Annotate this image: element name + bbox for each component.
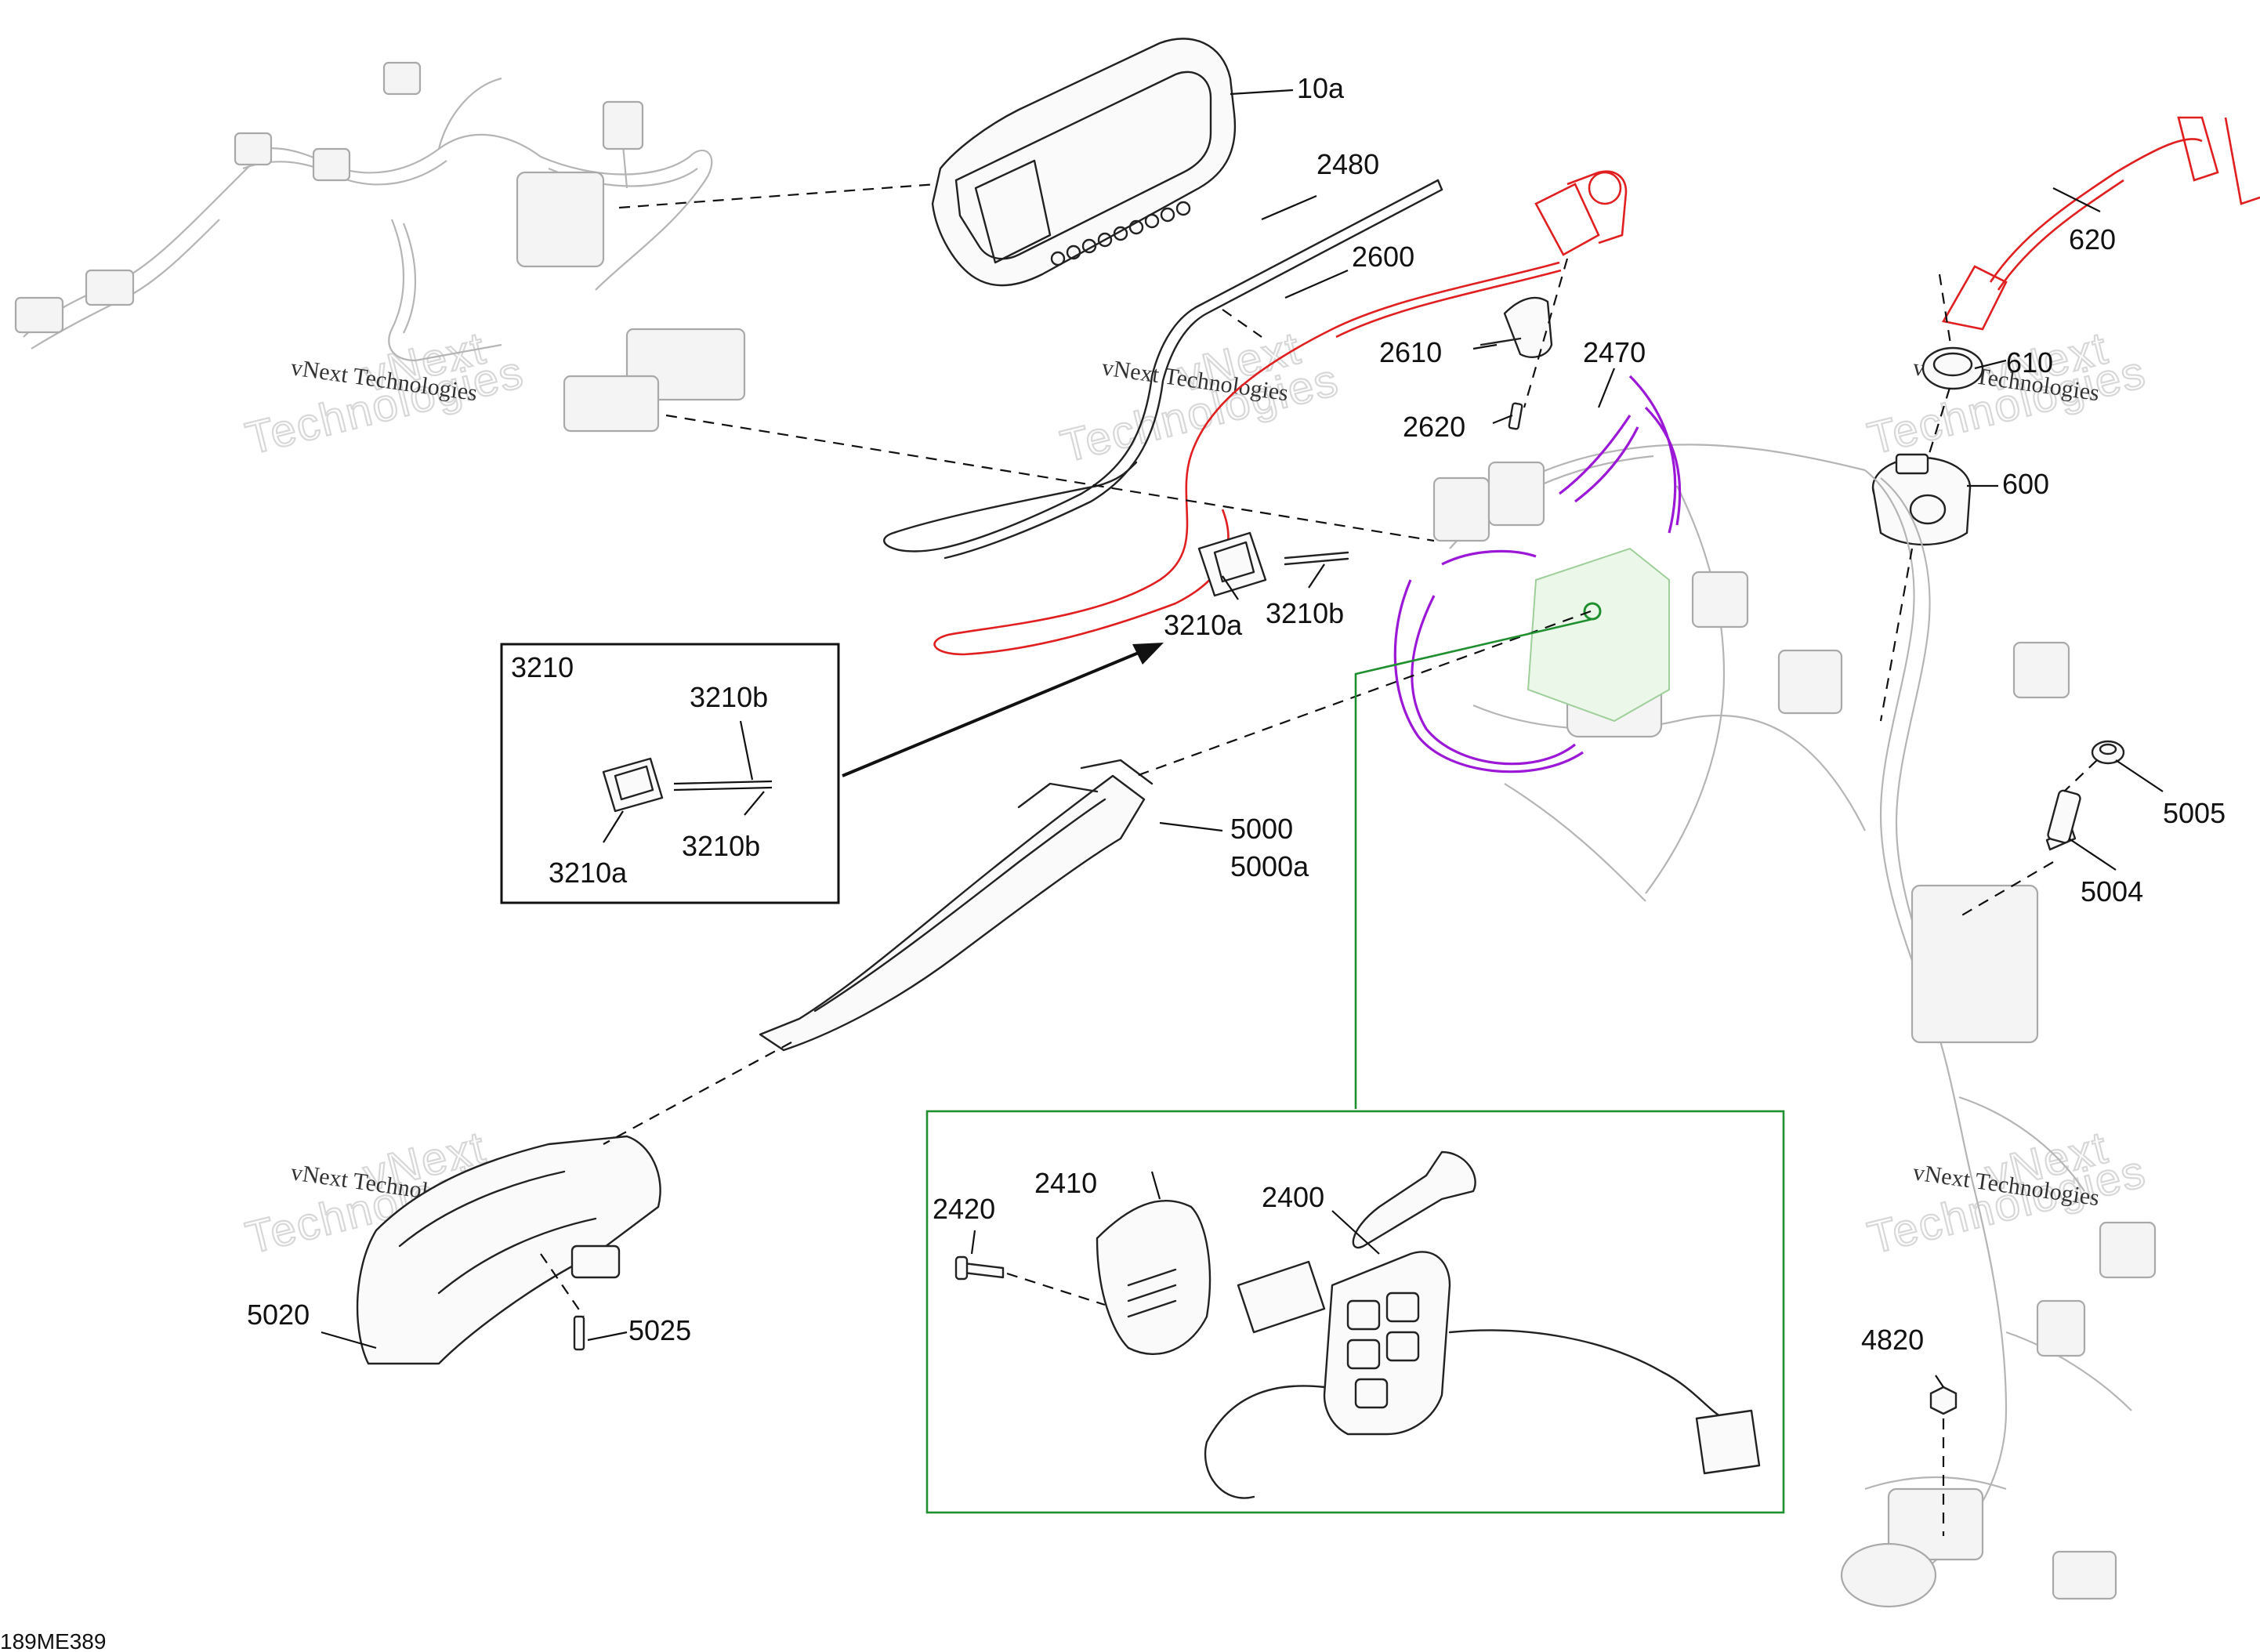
switch-600: [1871, 453, 1972, 546]
label-5005: 5005: [2163, 797, 2226, 829]
inset-green-leader: [1354, 618, 1593, 1109]
inset-label-3210b-bottom: 3210b: [682, 830, 760, 862]
label-600: 600: [2002, 468, 2049, 500]
label-2600: 2600: [1352, 241, 1414, 273]
label-5020: 5020: [247, 1299, 310, 1331]
part-labels: 10a 2480 2600 2610 2620 2470 620 610 600…: [0, 72, 2226, 1652]
inset-3210: 3210 3210b 3210b 3210a: [500, 643, 840, 904]
inset-label-3210b-top: 3210b: [690, 681, 768, 713]
main-harness: [1432, 444, 2157, 1608]
inset-label-3210a: 3210a: [549, 857, 628, 889]
inset-frame: [500, 643, 840, 904]
label-2620: 2620: [1403, 411, 1465, 443]
cover-2410: [1096, 1200, 1211, 1356]
switch-housing-highlight: [1527, 547, 1670, 723]
label-3210b: 3210b: [1266, 597, 1344, 629]
label-5000: 5000: [1230, 813, 1293, 845]
cluster-buttons: [1050, 201, 1191, 266]
label-2480: 2480: [1317, 148, 1379, 180]
label-5025: 5025: [628, 1314, 691, 1346]
inset-title: 3210: [511, 651, 574, 683]
label-3210a: 3210a: [1164, 609, 1243, 641]
leader-lines: [321, 89, 2164, 1536]
bracket-5020: [356, 1135, 661, 1365]
bracket-2610: [1480, 296, 1553, 430]
screw-2420: [954, 1255, 1005, 1281]
display-cluster: [931, 38, 1237, 287]
cap-610: [1921, 346, 1984, 390]
label-2400: 2400: [1262, 1181, 1324, 1213]
bracket-5000: [759, 759, 1154, 1052]
safety-lanyard-620: [1941, 116, 2260, 331]
label-5000a: 5000a: [1230, 850, 1309, 882]
nut-4820: [1929, 1386, 1958, 1415]
guide-cable-2480: [883, 179, 1443, 560]
inset-2400: [925, 618, 1785, 1514]
key-switch-2600: [933, 170, 1628, 656]
cluster-harness: [14, 61, 746, 433]
label-4820: 4820: [1861, 1324, 1924, 1356]
label-2410: 2410: [1034, 1167, 1097, 1199]
handlebar-switch-2400: [1204, 1150, 1761, 1499]
spacer-5004: [2045, 789, 2081, 851]
label-2420: 2420: [933, 1193, 995, 1225]
label-620: 620: [2069, 223, 2116, 255]
connector-3210: [1197, 531, 1349, 597]
label-610: 610: [2006, 346, 2053, 379]
nut-5005: [2091, 740, 2125, 765]
label-2470: 2470: [1583, 336, 1646, 368]
harness-2470: [1393, 375, 1682, 773]
label-10a: 10a: [1297, 72, 1345, 104]
label-5004: 5004: [2081, 875, 2143, 908]
inset-arrow: [842, 643, 1164, 777]
label-2610: 2610: [1379, 336, 1442, 368]
diagram-code: 189ME389: [0, 1629, 106, 1652]
